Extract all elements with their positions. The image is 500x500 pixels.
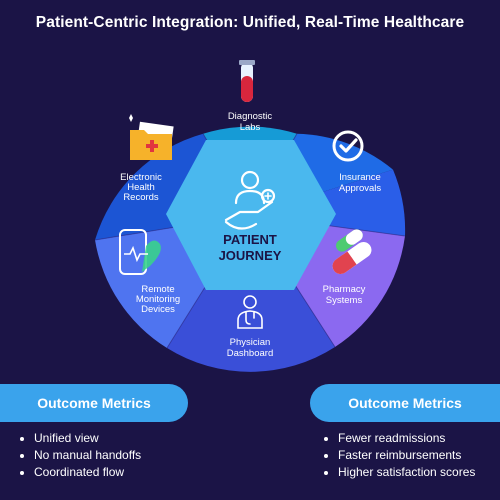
phone-heart-icon	[119, 229, 161, 275]
list-item: Faster reimbursements	[322, 447, 475, 464]
label-remote-3: Devices	[141, 304, 175, 315]
page-title: Patient-Centric Integration: Unified, Re…	[35, 14, 465, 31]
checkmark-icon	[332, 130, 364, 162]
center-label-line2: JOURNEY	[219, 248, 282, 263]
medical-folder-icon	[129, 114, 174, 160]
label-ehr-2: Health	[127, 182, 154, 193]
label-pharmacy-1: Pharmacy	[323, 284, 366, 295]
pill-capsule-icon	[332, 229, 372, 275]
label-diagnostic-labs-1: Diagnostic	[228, 111, 273, 122]
patient-care-icon	[224, 170, 276, 230]
label-pharmacy-2: Systems	[326, 295, 363, 306]
list-item: No manual handoffs	[18, 447, 141, 464]
segment-physician-dashboard	[167, 215, 335, 372]
list-item: Coordinated flow	[18, 464, 141, 481]
label-physician-1: Physician	[230, 337, 271, 348]
label-diagnostic-labs-2: Labs	[240, 122, 261, 133]
outcome-list-right: Fewer readmissions Faster reimbursements…	[322, 430, 475, 481]
test-tube-icon	[239, 60, 255, 102]
center-hexagon	[166, 140, 336, 290]
label-physician-2: Dashboard	[227, 348, 273, 359]
list-item: Fewer readmissions	[322, 430, 475, 447]
label-insurance-1: Insurance	[339, 172, 381, 183]
label-remote-2: Monitoring	[136, 294, 180, 305]
outcome-metrics-left-heading: Outcome Metrics	[0, 384, 188, 422]
label-ehr-3: Records	[123, 192, 159, 203]
outcome-list-left: Unified view No manual handoffs Coordina…	[18, 430, 141, 481]
label-insurance-2: Approvals	[339, 183, 381, 194]
outcome-metrics-right-heading: Outcome Metrics	[310, 384, 500, 422]
label-remote-1: Remote	[141, 284, 174, 295]
label-ehr-1: Electronic	[120, 172, 162, 183]
list-item: Unified view	[18, 430, 141, 447]
center-label-line1: PATIENT	[223, 232, 277, 247]
physician-icon	[237, 295, 263, 329]
list-item: Higher satisfaction scores	[322, 464, 475, 481]
